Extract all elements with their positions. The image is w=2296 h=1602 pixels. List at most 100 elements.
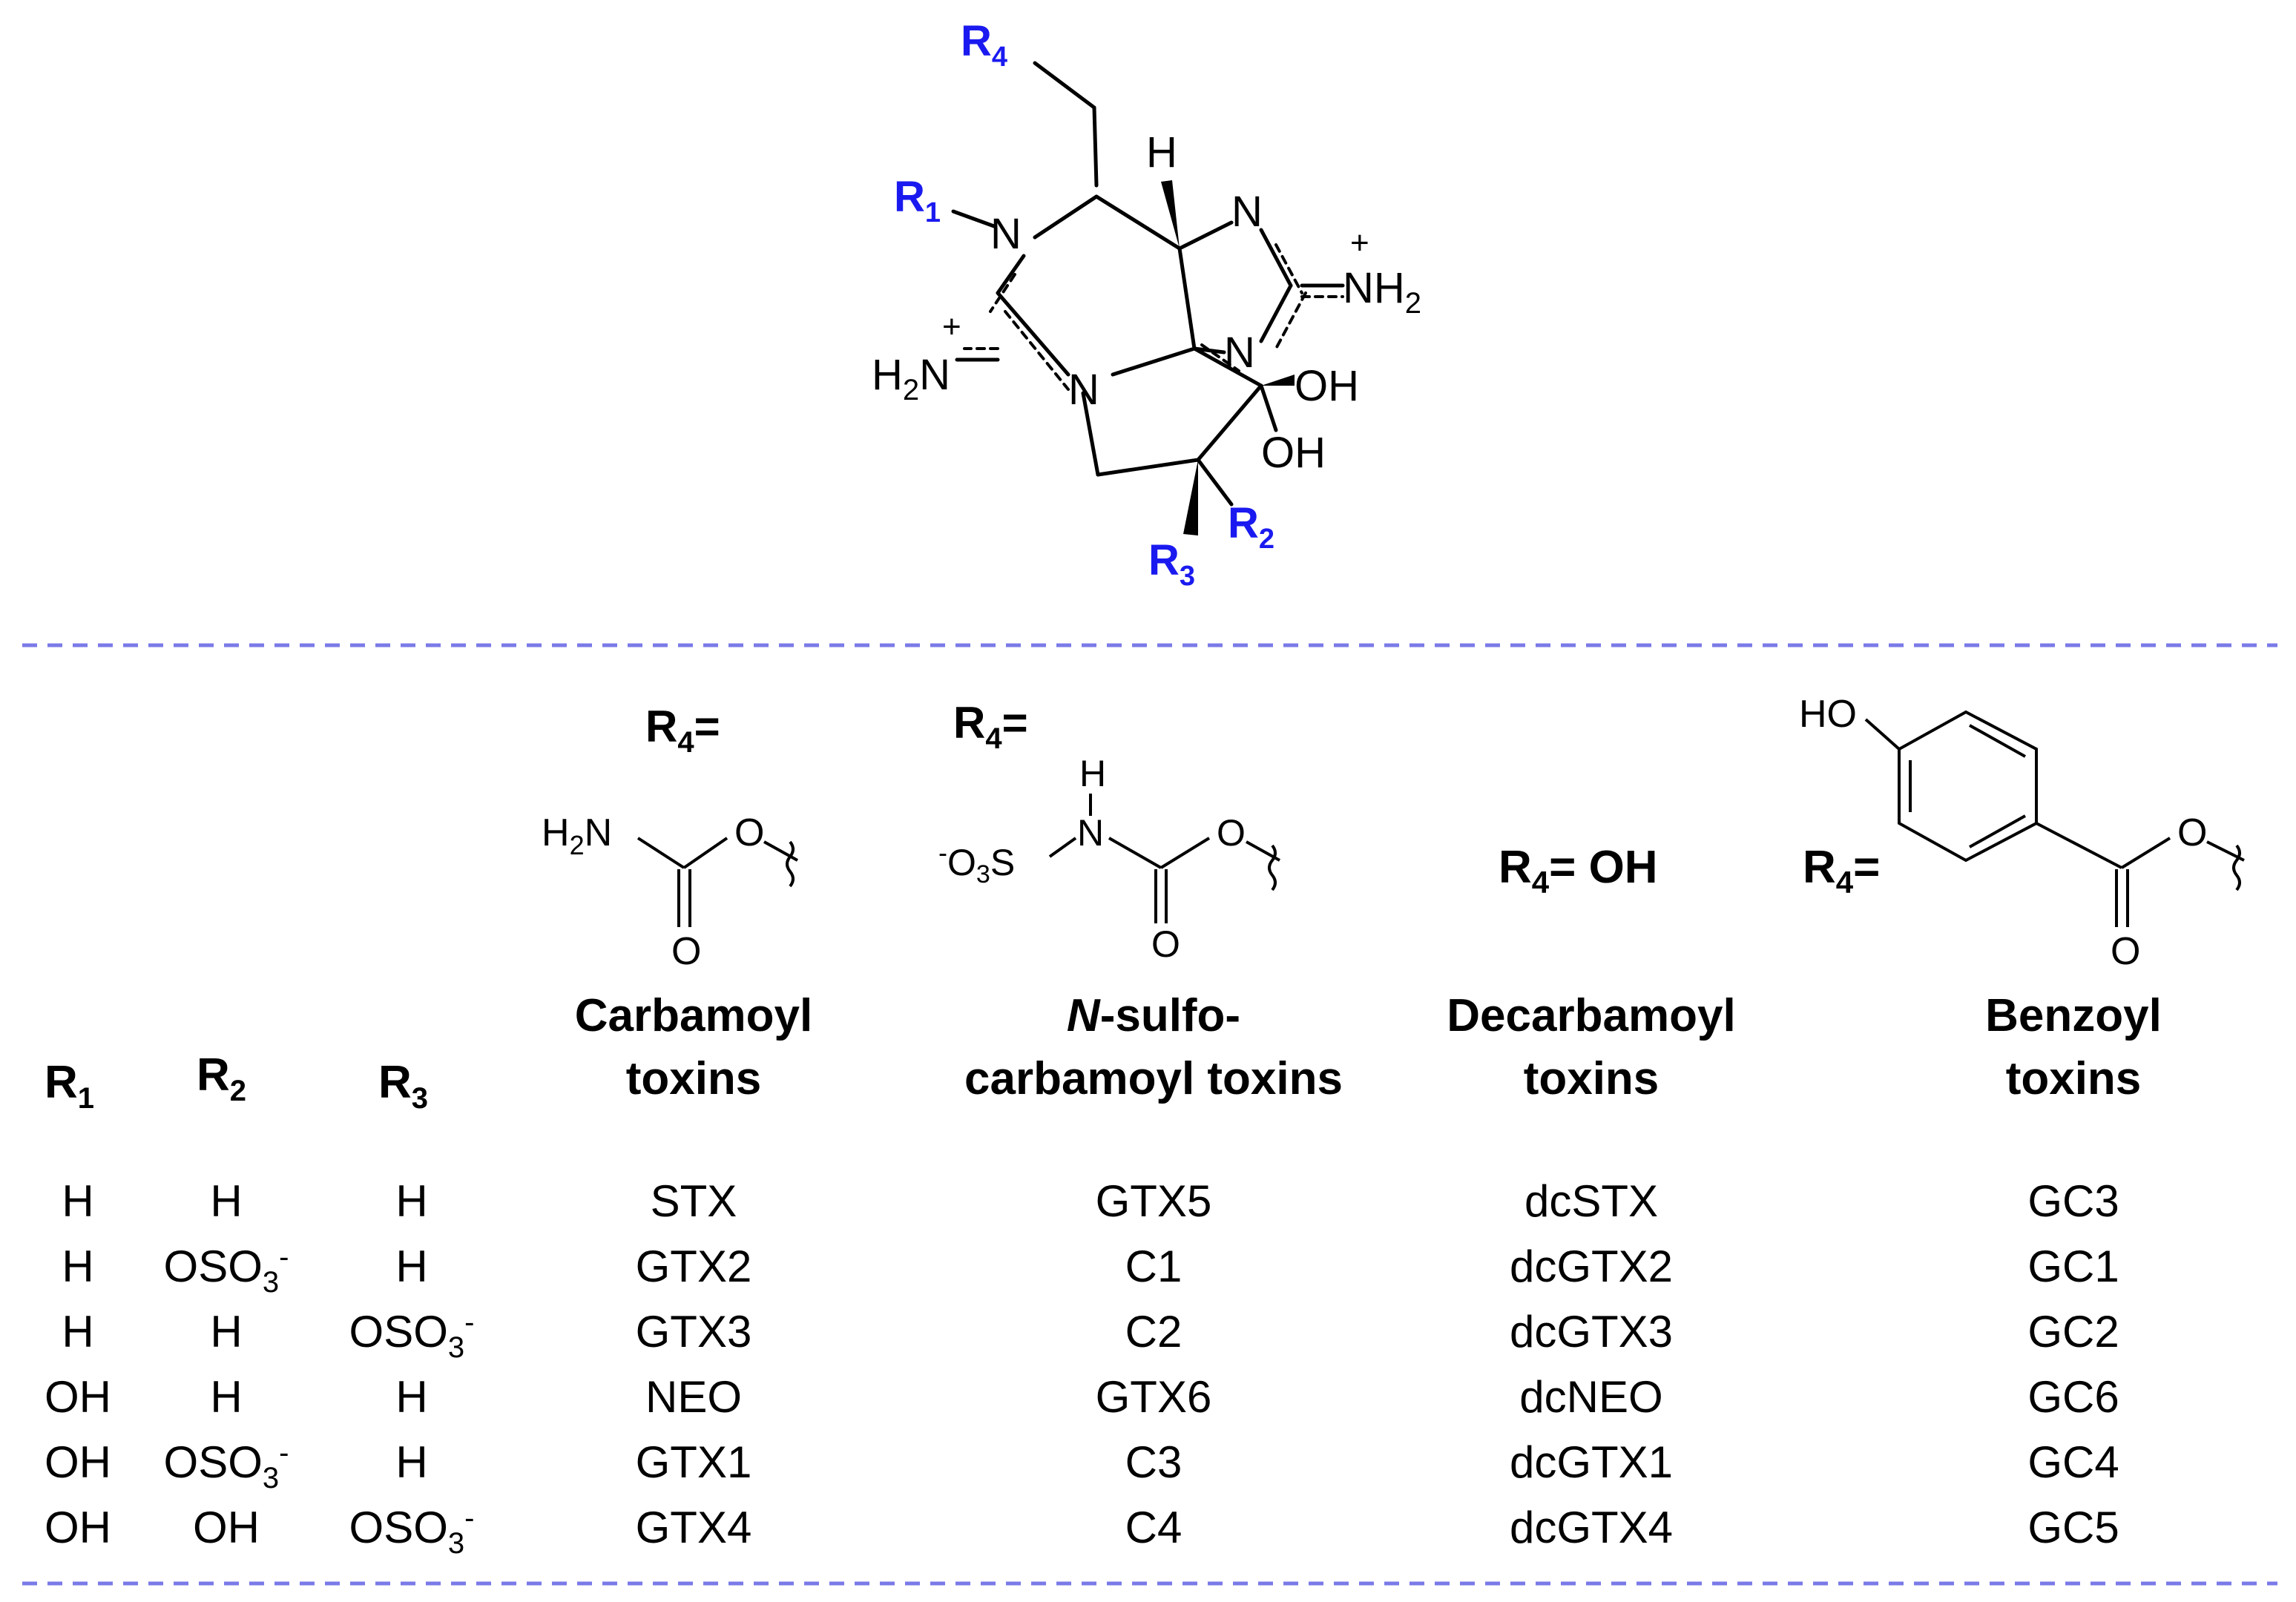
cell-decarbamoyl: dcGTX3 bbox=[1510, 1307, 1673, 1357]
cell-sulfo: GTX6 bbox=[1096, 1372, 1212, 1422]
cell-r3: OSO3- bbox=[349, 1502, 475, 1560]
svg-text:O: O bbox=[1217, 812, 1246, 854]
header-sulfo-1: N-sulfo- bbox=[1067, 990, 1240, 1041]
h-label: H bbox=[1146, 128, 1177, 177]
header-decarbamoyl-2: toxins bbox=[1524, 1053, 1659, 1104]
wedge-bond-h bbox=[1161, 180, 1180, 248]
svg-text:HO: HO bbox=[1799, 693, 1857, 736]
cell-r2: H bbox=[210, 1307, 242, 1357]
cell-carbamoyl: GTX2 bbox=[636, 1242, 752, 1291]
header-carbamoyl-2: toxins bbox=[626, 1053, 762, 1104]
cell-benzoyl: GC4 bbox=[2027, 1437, 2119, 1487]
carbamoyl-r4-label: R4= bbox=[645, 702, 720, 759]
cell-carbamoyl: GTX1 bbox=[636, 1437, 752, 1487]
cell-sulfo: C1 bbox=[1125, 1242, 1182, 1291]
cell-carbamoyl: NEO bbox=[645, 1372, 742, 1422]
r3-label: R3 bbox=[1148, 536, 1195, 592]
cell-benzoyl: GC3 bbox=[2027, 1176, 2119, 1226]
cell-sulfo: GTX5 bbox=[1096, 1176, 1212, 1226]
cell-carbamoyl: STX bbox=[651, 1176, 737, 1226]
cell-decarbamoyl: dcNEO bbox=[1519, 1372, 1662, 1422]
sulfo-fragment: R4= -O3S H N O O bbox=[938, 698, 1280, 965]
cell-r1: OH bbox=[45, 1437, 111, 1487]
n-label-2: N bbox=[1231, 188, 1263, 236]
header-r2: R2 bbox=[197, 1049, 246, 1107]
table-row: H OSO3- H GTX2 C1 dcGTX2 GC1 bbox=[62, 1241, 2119, 1299]
cell-r1: H bbox=[62, 1242, 93, 1291]
cell-r2: OH bbox=[193, 1503, 260, 1552]
wedge-bond-oh bbox=[1261, 375, 1295, 386]
cell-benzoyl: GC2 bbox=[2027, 1307, 2119, 1357]
h2n-label: H2N bbox=[872, 351, 950, 406]
cell-carbamoyl: GTX4 bbox=[636, 1503, 752, 1552]
svg-text:H2N: H2N bbox=[542, 811, 612, 860]
svg-text:O: O bbox=[2177, 811, 2207, 854]
svg-text:O: O bbox=[671, 930, 701, 973]
sulfo-r4-label: R4= bbox=[953, 698, 1028, 755]
header-carbamoyl-1: Carbamoyl bbox=[575, 990, 812, 1041]
cell-decarbamoyl: dcGTX1 bbox=[1510, 1437, 1673, 1487]
cell-r3: H bbox=[395, 1242, 427, 1291]
r1-label: R1 bbox=[894, 173, 941, 228]
cell-sulfo: C3 bbox=[1125, 1437, 1182, 1487]
n-label-3: N bbox=[1224, 329, 1255, 377]
core-structure bbox=[951, 61, 1345, 507]
table-row: OH H H NEO GTX6 dcNEO GC6 bbox=[45, 1372, 2119, 1422]
svg-text:H: H bbox=[1079, 753, 1106, 794]
n-label-1: N bbox=[990, 210, 1022, 258]
column-headers: R1 R2 R3 Carbamoyl toxins N-sulfo- carba… bbox=[45, 990, 2162, 1115]
oh-label-1: OH bbox=[1295, 362, 1359, 410]
n-label-4: N bbox=[1068, 366, 1099, 414]
cell-r3: H bbox=[395, 1176, 427, 1226]
cell-r1: H bbox=[62, 1176, 93, 1226]
svg-text:-O3S: -O3S bbox=[938, 837, 1015, 889]
nh2-label: NH2 bbox=[1343, 264, 1421, 320]
cell-decarbamoyl: dcGTX2 bbox=[1510, 1242, 1673, 1291]
table-row: H H H STX GTX5 dcSTX GC3 bbox=[62, 1176, 2119, 1226]
cell-decarbamoyl: dcSTX bbox=[1524, 1176, 1658, 1226]
benzoyl-fragment: R4= HO O O bbox=[1799, 693, 2245, 973]
cell-r1: OH bbox=[45, 1503, 111, 1552]
cell-r2: OSO3- bbox=[164, 1437, 289, 1494]
header-r1: R1 bbox=[45, 1057, 94, 1115]
cell-decarbamoyl: dcGTX4 bbox=[1510, 1503, 1673, 1552]
header-r3: R3 bbox=[378, 1057, 428, 1115]
cell-benzoyl: GC1 bbox=[2027, 1242, 2119, 1291]
cell-r2: OSO3- bbox=[164, 1241, 289, 1299]
cell-sulfo: C4 bbox=[1125, 1503, 1182, 1552]
cell-sulfo: C2 bbox=[1125, 1307, 1182, 1357]
svg-text:O: O bbox=[734, 811, 764, 854]
header-decarbamoyl-1: Decarbamoyl bbox=[1447, 990, 1735, 1041]
cell-r3: H bbox=[395, 1437, 427, 1487]
cell-r2: H bbox=[210, 1372, 242, 1422]
header-benzoyl-1: Benzoyl bbox=[1985, 990, 2162, 1041]
cell-r1: H bbox=[62, 1307, 93, 1357]
table-row: H H OSO3- GTX3 C2 dcGTX3 GC2 bbox=[62, 1306, 2119, 1364]
r2-label: R2 bbox=[1228, 499, 1274, 555]
benzoyl-r4-label: R4= bbox=[1803, 842, 1880, 900]
cell-r3: H bbox=[395, 1372, 427, 1422]
oh-label-2: OH bbox=[1261, 429, 1326, 477]
decarbamoyl-r4-label: R4= OH bbox=[1499, 842, 1658, 900]
cell-r3: OSO3- bbox=[349, 1306, 475, 1364]
wedge-bond-r3 bbox=[1183, 460, 1198, 535]
header-benzoyl-2: toxins bbox=[2006, 1053, 2142, 1104]
carbamoyl-fragment: R4= H2N O O bbox=[542, 702, 798, 973]
svg-text:O: O bbox=[2111, 930, 2140, 973]
core-labels: R4 H R1 N N + NH2 N + H2N N OH OH R2 R3 bbox=[872, 17, 1421, 592]
cell-benzoyl: GC5 bbox=[2027, 1503, 2119, 1552]
cell-benzoyl: GC6 bbox=[2027, 1372, 2119, 1422]
cell-r2: H bbox=[210, 1176, 242, 1226]
table-row: OH OH OSO3- GTX4 C4 dcGTX4 GC5 bbox=[45, 1502, 2119, 1560]
cell-r1: OH bbox=[45, 1372, 111, 1422]
plus-right: + bbox=[1350, 225, 1369, 261]
header-sulfo-2: carbamoyl toxins bbox=[964, 1053, 1343, 1104]
table-row: OH OSO3- H GTX1 C3 dcGTX1 GC4 bbox=[45, 1437, 2119, 1494]
svg-text:N: N bbox=[1077, 812, 1104, 854]
svg-text:O: O bbox=[1151, 923, 1180, 965]
cell-carbamoyl: GTX3 bbox=[636, 1307, 752, 1357]
r4-label: R4 bbox=[961, 17, 1007, 73]
plus-left: + bbox=[942, 309, 961, 345]
